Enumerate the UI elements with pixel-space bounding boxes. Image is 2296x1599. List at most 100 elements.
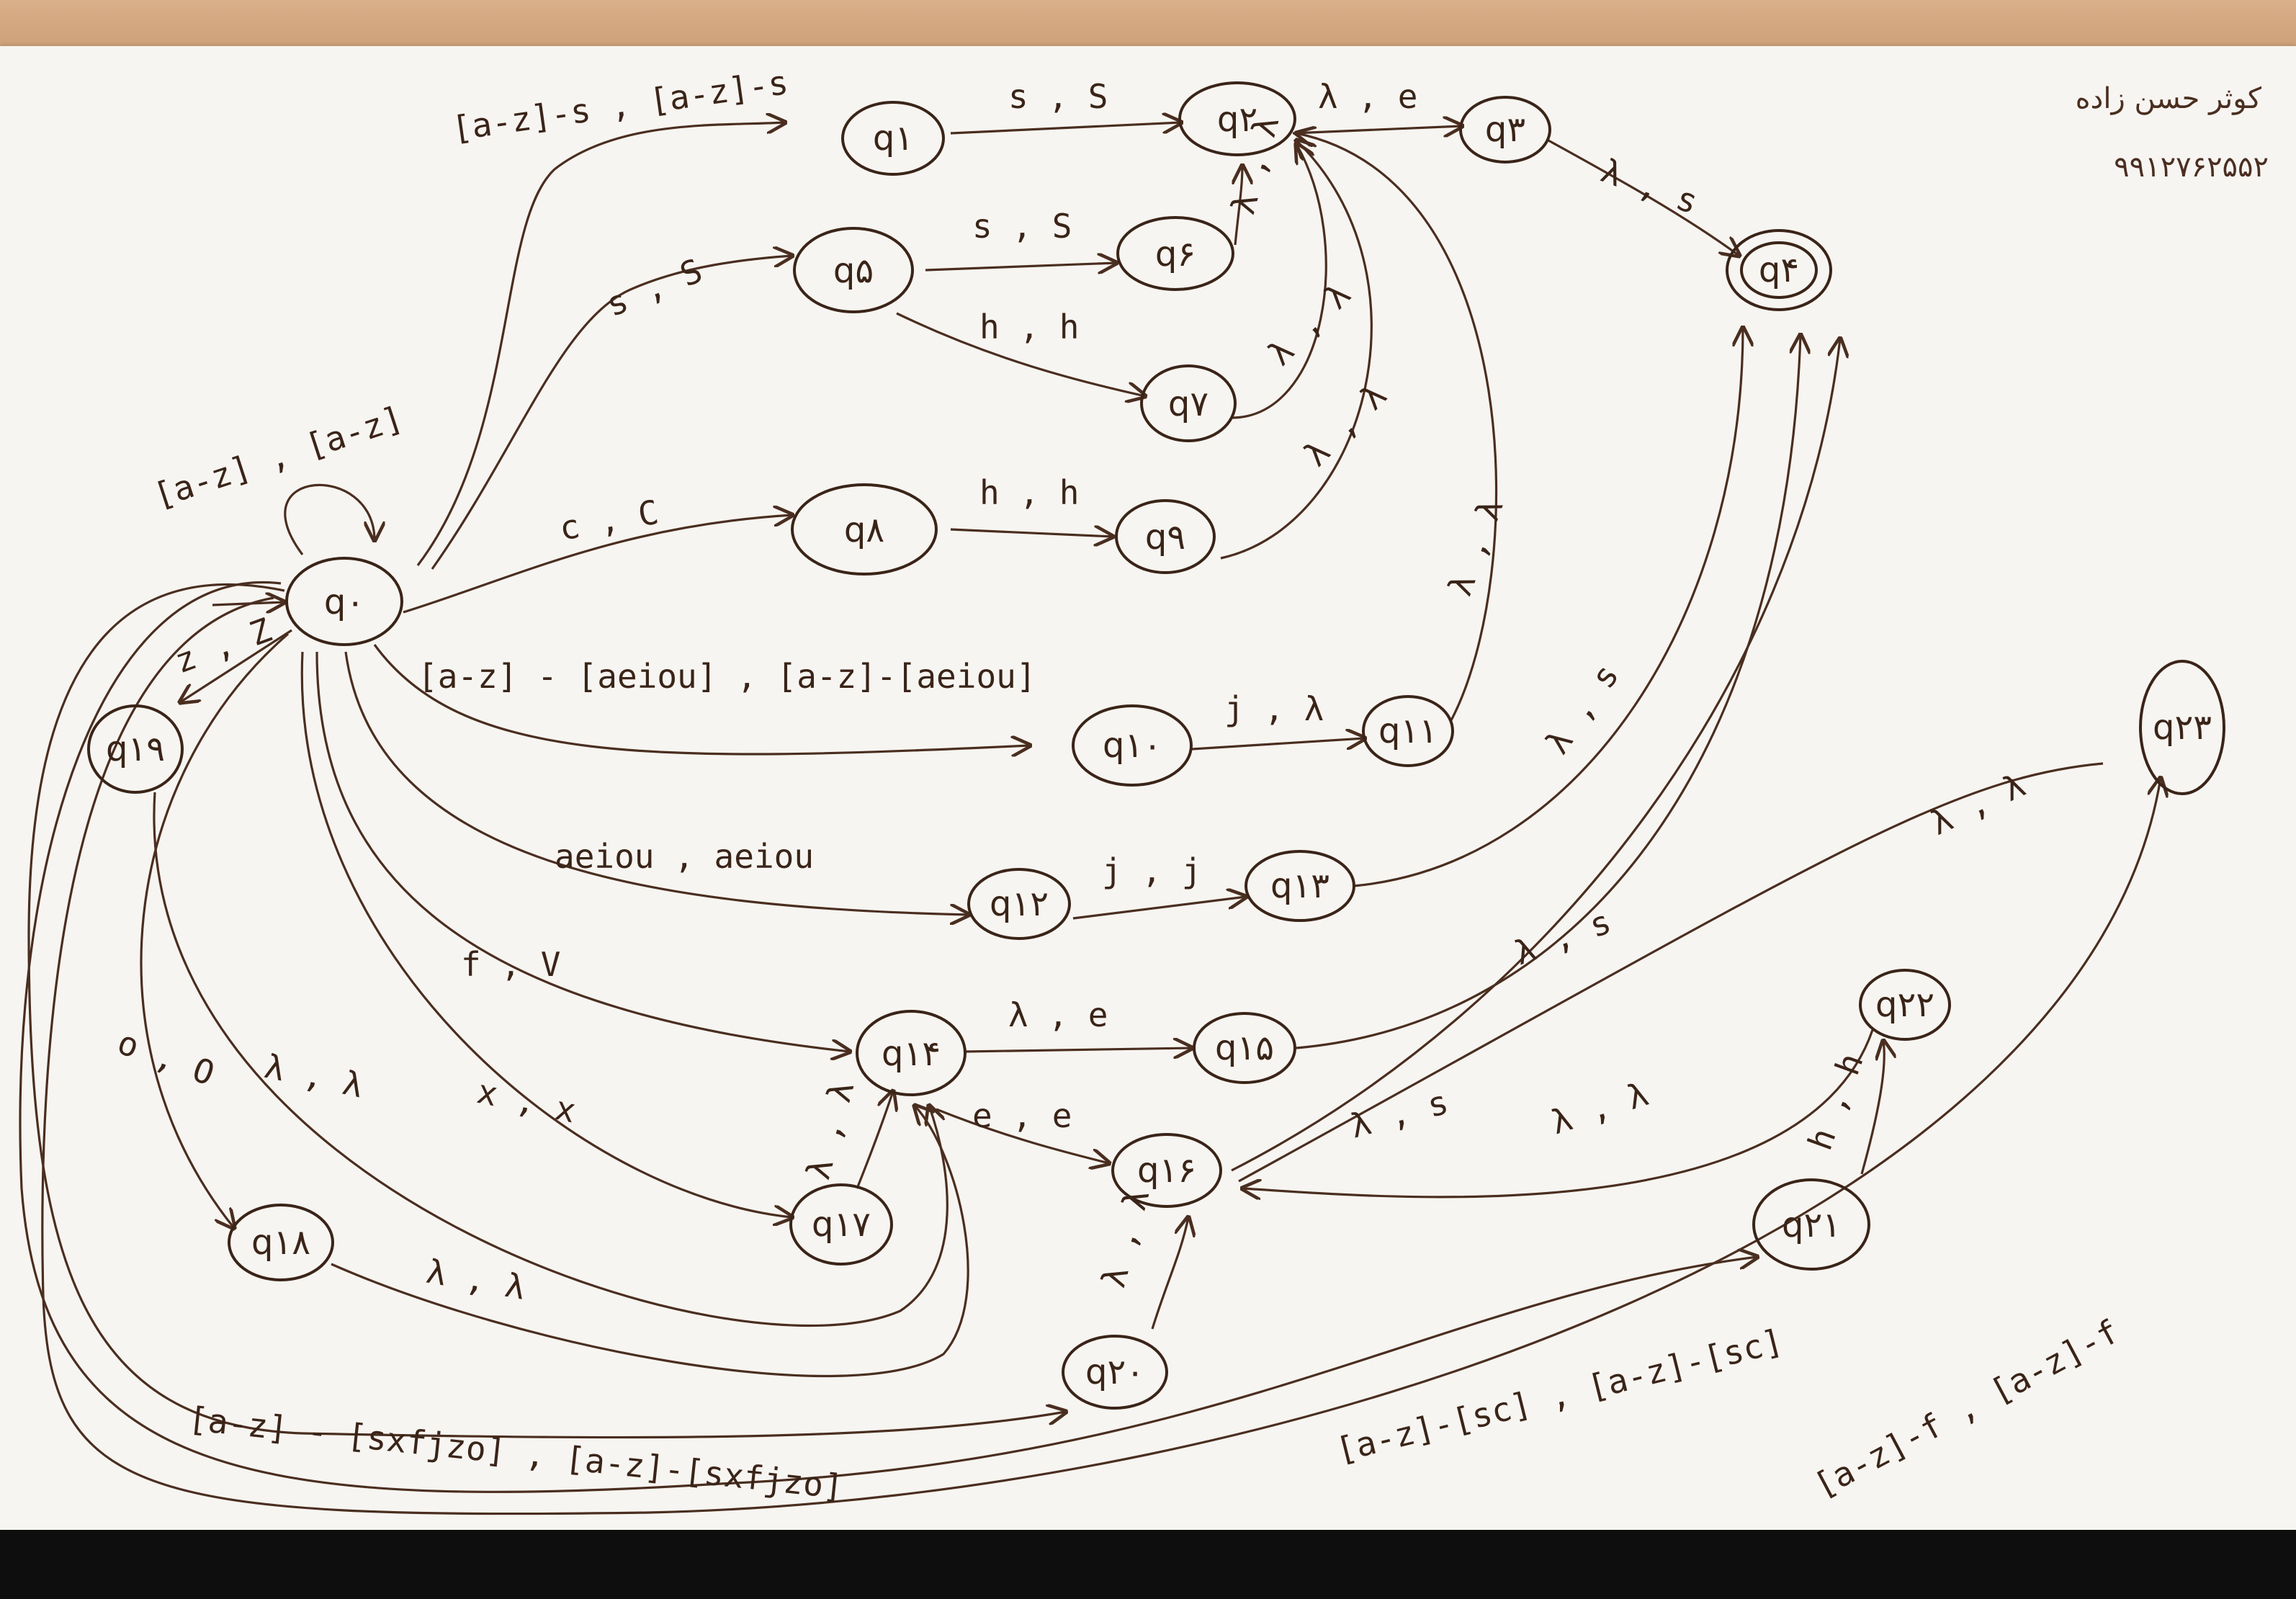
state-q10: q۱۰ — [1072, 704, 1193, 787]
label-q0-q23: [a-z]-f , [a-z]-f — [1808, 1312, 2125, 1505]
table-edge — [0, 1530, 2296, 1599]
edge-q0-q23 — [41, 596, 2161, 1515]
state-q23: q۲۳ — [2139, 660, 2225, 795]
state-q9: q۹ — [1115, 499, 1216, 574]
state-q12: q۱۲ — [967, 868, 1071, 940]
edge-q23-q16 — [1238, 762, 2104, 1183]
label-q2-q3: λ , e — [1318, 77, 1417, 116]
author-name: کوثر حسن زاده — [2076, 82, 2262, 115]
svg-text:q۸: q۸ — [844, 510, 884, 550]
edge-q0-q17 — [300, 651, 792, 1217]
label-q3-q4: λ , s — [1596, 151, 1703, 222]
svg-text:q۴: q۴ — [1759, 250, 1799, 290]
student-id: ۹۹۱۲۷۶۲۵۵۲ — [2114, 151, 2269, 184]
state-q5: q۵ — [793, 227, 914, 313]
edge-q15-q4 — [1296, 335, 1801, 1049]
state-q6: q۶ — [1116, 216, 1234, 291]
edge-q18-q14 — [331, 1106, 969, 1378]
svg-text:q۱۰: q۱۰ — [1103, 725, 1162, 766]
edge-q9-q2 — [1220, 140, 1373, 560]
svg-text:q۱۱: q۱۱ — [1378, 711, 1438, 751]
edge-q16-q4 — [1231, 339, 1840, 1172]
state-q16: q۱۶ — [1111, 1133, 1222, 1208]
paper-sheet — [0, 46, 2296, 1530]
state-q2: q۲ — [1178, 81, 1296, 156]
state-q19: q۱۹ — [87, 704, 184, 794]
edge-q0-q14 — [315, 651, 850, 1052]
svg-text:q۲۲: q۲۲ — [1875, 985, 1934, 1025]
svg-text:q۱۷: q۱۷ — [812, 1204, 871, 1245]
state-q18: q۱۸ — [228, 1204, 334, 1281]
label-q10-q11: j , λ — [1224, 689, 1324, 728]
state-q1: q۱ — [841, 101, 945, 176]
edge-q22-q16 — [1242, 1029, 1874, 1197]
state-q20: q۲۰ — [1062, 1335, 1168, 1410]
edge-q0-self — [284, 483, 375, 555]
svg-text:q۲۱: q۲۱ — [1782, 1205, 1841, 1245]
state-q15: q۱۵ — [1193, 1012, 1296, 1084]
svg-text:q۱۳: q۱۳ — [1270, 866, 1329, 906]
label-q23-q4: λ , λ — [1924, 766, 2031, 843]
svg-text:q۹: q۹ — [1145, 517, 1185, 557]
label-q5-q6: s , S — [972, 207, 1072, 246]
label-q0-q12: aeiou , aeiou — [555, 837, 814, 876]
svg-text:q۱۸: q۱۸ — [251, 1222, 310, 1263]
label-q14-q15: λ , e — [1008, 995, 1108, 1034]
edge-q0-q19 — [180, 629, 292, 702]
svg-text:q۱۹: q۱۹ — [106, 729, 165, 769]
svg-text:q۲۰: q۲۰ — [1085, 1352, 1144, 1392]
edge-q0-q18 — [140, 632, 290, 1228]
label-q18-q14: λ , λ — [423, 1252, 529, 1307]
svg-text:q۱۶: q۱۶ — [1137, 1150, 1196, 1191]
edge-q21-q22 — [1860, 1041, 1884, 1175]
edge-q2-q3 — [1292, 126, 1462, 133]
edge-q3-q4 — [1548, 139, 1739, 256]
edge-q7-q2 — [1231, 144, 1327, 419]
label-q0-q20: [a-z] - [sxfjzo] , [a-z]-[sxfjzo] — [187, 1399, 846, 1506]
label-q11-q2: λ , λ — [1440, 493, 1511, 601]
label-q0-q14: f , V — [461, 945, 560, 984]
edge-q0-q21 — [19, 581, 1757, 1493]
svg-text:q۱۴: q۱۴ — [882, 1034, 941, 1074]
label-q0-q19: z , Z — [169, 610, 277, 681]
state-q0: q۰ — [285, 557, 403, 646]
label-q22-q16: λ , λ — [1546, 1074, 1653, 1142]
label-q0-q21: [a-z]-[sc] , [a-z]-[sc] — [1332, 1321, 1787, 1469]
edge-q20-q16 — [1151, 1217, 1188, 1330]
state-q11: q۱۱ — [1362, 695, 1454, 767]
state-q17: q۱۷ — [789, 1183, 893, 1266]
edge-q14-q15 — [964, 1048, 1192, 1052]
state-q22: q۲۲ — [1859, 969, 1951, 1041]
svg-text:q۵: q۵ — [833, 251, 874, 291]
edge-q11-q2 — [1296, 133, 1498, 721]
states: q۰ q۱ q۲ q۳ q۴ q۵ q۶ q۷ — [87, 81, 2225, 1410]
label-q13-q4: λ , s — [1538, 657, 1627, 761]
label-q14-q16: e , e — [972, 1096, 1072, 1135]
label-q0-q18: o , O — [112, 1023, 220, 1093]
edge-q10-q11 — [1191, 738, 1365, 751]
label-q1-q2: s , S — [1008, 77, 1108, 116]
label-q8-q9: h , h — [979, 473, 1079, 512]
label-q0-q17: x , x — [474, 1072, 580, 1131]
label-q17-q14: λ , λ — [798, 1077, 861, 1183]
state-q7: q۷ — [1140, 364, 1237, 442]
edges — [19, 122, 2161, 1515]
svg-text:q۱: q۱ — [873, 118, 913, 158]
edge-q0-q10 — [373, 644, 1030, 754]
label-q12-q13: j , j — [1102, 851, 1201, 890]
label-q21-q22: h , h — [1801, 1048, 1871, 1155]
svg-text:q۶: q۶ — [1155, 234, 1196, 274]
edge-q13-q4 — [1353, 328, 1743, 887]
label-q20-q16: λ , λ — [1093, 1185, 1157, 1291]
edge-q5-q6 — [925, 263, 1116, 270]
edge-q17-q14 — [856, 1091, 893, 1189]
svg-text:q۱۲: q۱۲ — [990, 884, 1049, 924]
state-q21: q۲۱ — [1752, 1178, 1870, 1271]
edge-q6-q2 — [1235, 166, 1242, 246]
label-q9-q2: λ , λ — [1296, 376, 1394, 474]
state-q13: q۱۳ — [1245, 850, 1355, 922]
svg-text:q۳: q۳ — [1485, 109, 1525, 150]
label-q15-q4: λ , s — [1509, 902, 1616, 972]
state-q14: q۱۴ — [856, 1010, 967, 1096]
